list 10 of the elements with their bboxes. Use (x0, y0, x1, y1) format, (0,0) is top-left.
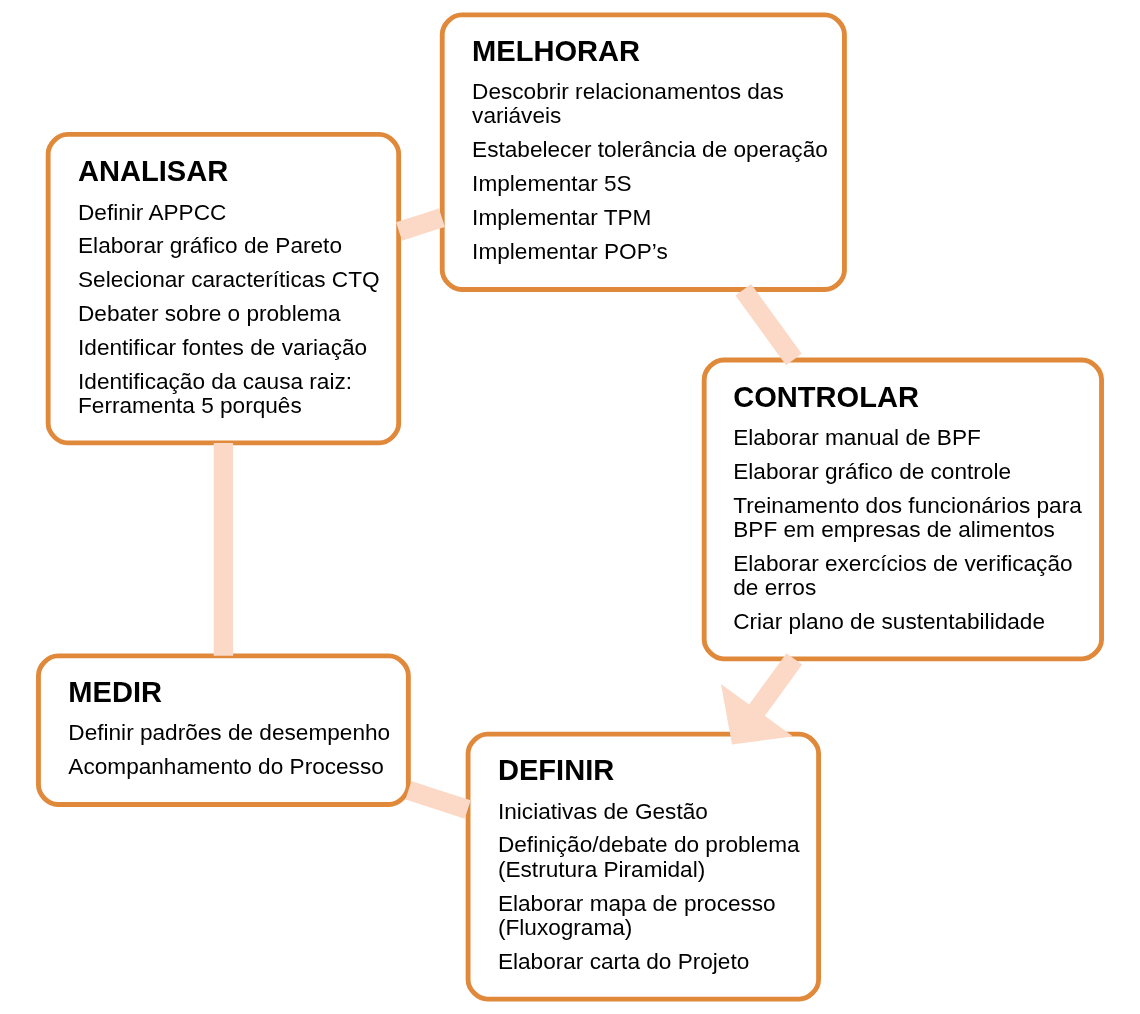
connector (213, 443, 234, 656)
connector (735, 284, 802, 366)
connector (405, 781, 471, 819)
connector (396, 208, 445, 241)
node-box: ANALISAR Definir APPCC Elaborar gráfico de Pareto Selecionar caracteríticas CTQ Debater sobre o problema Identificar fontes de variação Identificação da causa raiz: Ferramenta 5 porquês (45, 131, 402, 446)
arrow (720, 653, 803, 745)
node-box: MEDIR Definir padrões de desempenho Acompanhamento do Processo (36, 653, 411, 807)
node-box: CONTROLAR Elaborar manual de BPF Elaborar gráfico de controle Treinamento dos funcionários para BPF em empresas de alimentos Elaborar exercícios de verificação de erros Criar plano de sustentabilidade (701, 357, 1104, 662)
node-box: DEFINIR Iniciativas de Gestão Definição/debate do problema (Estrutura Piramidal) Elaborar mapa de processo (Fluxograma) Elaborar carta do Projeto (465, 731, 821, 1002)
node-box: MELHORAR Descobrir relacionamentos das variáveis Estabelecer tolerância de operação Implementar 5S Implementar TPM Implementar POP’s (439, 12, 847, 292)
